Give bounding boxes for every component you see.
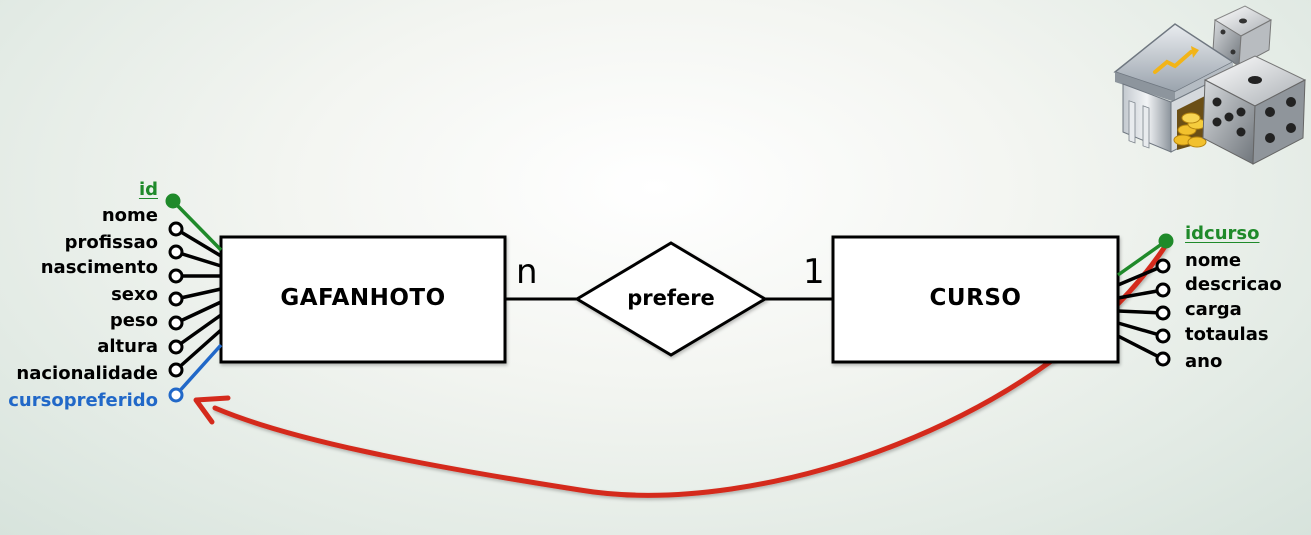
attribute-totaulas: totaulas — [1185, 324, 1269, 345]
relationship-diamond — [574, 241, 768, 357]
bank-and-dice-icon — [1113, 5, 1307, 165]
attribute-cursopreferido: cursopreferido — [8, 390, 158, 411]
entity-name-gafanhoto: GAFANHOTO — [280, 285, 446, 311]
attribute-sexo: sexo — [111, 284, 158, 305]
attribute-peso: peso — [109, 310, 158, 331]
right-attribute-markers — [1155, 233, 1174, 367]
attribute-nome: nome — [1185, 250, 1242, 271]
attribute-nascimento: nascimento — [40, 257, 158, 278]
right-attribute-lines — [1116, 239, 1168, 361]
left-attribute-markers — [165, 193, 184, 403]
relationship-name: prefere — [627, 286, 715, 310]
attribute-idcurso: idcurso — [1185, 223, 1260, 244]
attribute-nome: nome — [101, 205, 158, 226]
entity-box-gafanhoto — [219, 235, 507, 364]
left-attribute-lines — [171, 199, 223, 397]
attribute-profissao: profissao — [64, 232, 158, 253]
attribute-altura: altura — [97, 336, 158, 357]
arrow-head — [193, 395, 231, 425]
attribute-id: id — [138, 179, 158, 200]
attribute-carga: carga — [1185, 299, 1242, 320]
cardinality-right: 1 — [803, 252, 825, 292]
attribute-nacionalidade: nacionalidade — [16, 363, 158, 384]
attribute-descricao: descricao — [1185, 274, 1282, 295]
foreign-key-arrow — [212, 242, 1169, 498]
attribute-ano: ano — [1185, 351, 1223, 372]
entity-name-curso: CURSO — [929, 285, 1022, 311]
cardinality-left: n — [516, 252, 538, 292]
entity-box-curso — [831, 235, 1120, 364]
